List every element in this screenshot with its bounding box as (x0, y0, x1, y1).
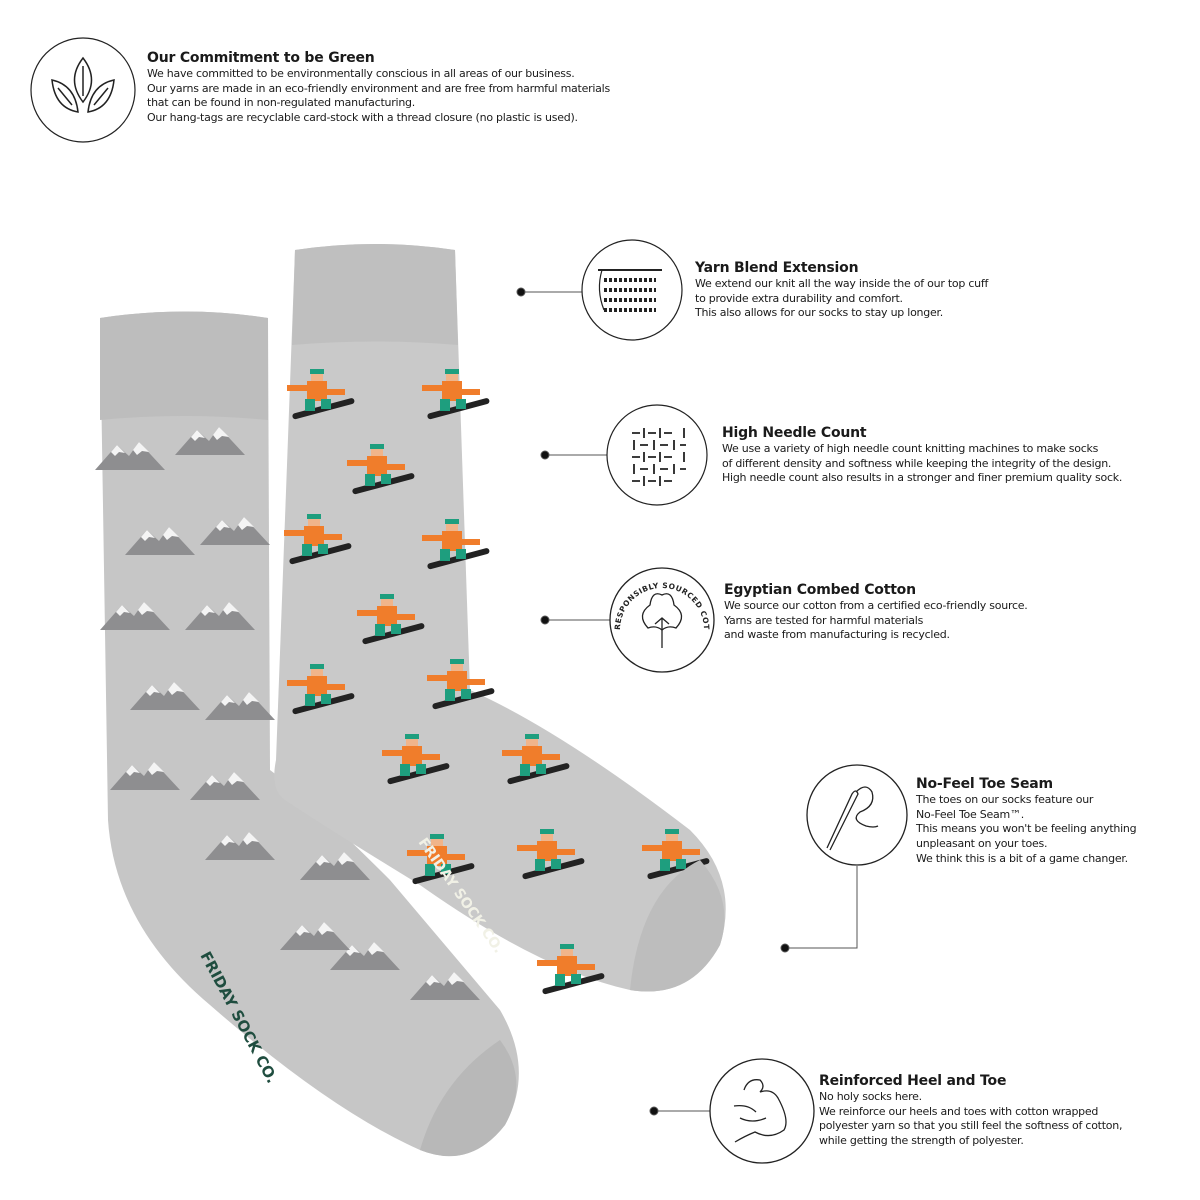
feature-no-feel-toe-seam: No-Feel Toe Seam The toes on our socks f… (916, 776, 1137, 867)
needle-grid-icon (606, 404, 708, 506)
right-sock-snowboarders: FRIDAY SOCK CO. (274, 244, 726, 995)
feature-line: polyester yarn so that you still feel th… (819, 1119, 1123, 1133)
feature-line: We source our cotton from a certified ec… (724, 599, 1028, 612)
commitment-line: Our yarns are made in an eco-friendly en… (147, 81, 610, 95)
feature-line: We think this is a bit of a game changer… (916, 851, 1128, 865)
feature-line: No holy socks here. (819, 1090, 922, 1103)
feature-title: High Needle Count (722, 425, 867, 441)
feature-title: Yarn Blend Extension (695, 260, 859, 276)
feature-line: of different density and softness while … (722, 456, 1112, 470)
commitment-line: Our hang-tags are recyclable card-stock … (147, 111, 578, 125)
flexed-arm-icon (709, 1058, 815, 1164)
feature-title: Egyptian Combed Cotton (724, 582, 916, 598)
needle-thread-icon (806, 764, 908, 866)
feature-line: This also allows for our socks to stay u… (695, 306, 944, 320)
connector-lines (516, 287, 858, 1116)
feature-yarn-blend: Yarn Blend Extension We extend our knit … (695, 260, 988, 321)
feature-line: to provide extra durability and comfort. (695, 291, 903, 305)
feature-high-needle-count: High Needle Count We use a variety of hi… (722, 425, 1122, 486)
feature-egyptian-cotton: Egyptian Combed Cotton We source our cot… (724, 582, 1028, 643)
commitment-line: We have committed to be environmentally … (147, 67, 575, 80)
feature-line: This means you won't be feeling anything (916, 822, 1137, 836)
feature-line: Yarns are tested for harmful materials (724, 613, 924, 627)
knit-stitch-icon (581, 239, 683, 341)
feature-title: No-Feel Toe Seam (916, 776, 1053, 792)
feature-line: unpleasant on your toes. (916, 837, 1048, 851)
feature-line: We reinforce our heels and toes with cot… (819, 1104, 1099, 1118)
commitment-line: that can be found in non-regulated manuf… (147, 96, 416, 110)
commitment-section: Our Commitment to be Green We have commi… (147, 50, 610, 126)
feature-line: We extend our knit all the way inside th… (695, 277, 989, 290)
commitment-title: Our Commitment to be Green (147, 50, 375, 66)
feature-line: while getting the strength of polyester. (819, 1134, 1024, 1148)
feature-reinforced-heel-toe: Reinforced Heel and Toe No holy socks he… (819, 1073, 1123, 1149)
feature-title: Reinforced Heel and Toe (819, 1073, 1007, 1089)
feature-line: and waste from manufacturing is recycled… (724, 628, 950, 642)
leaves-icon (30, 37, 136, 143)
feature-line: We use a variety of high needle count kn… (722, 442, 1099, 455)
feature-line: No-Feel Toe Seam™. (916, 807, 1024, 821)
feature-line: High needle count also results in a stro… (722, 471, 1123, 485)
feature-line: The toes on our socks feature our (916, 793, 1094, 806)
